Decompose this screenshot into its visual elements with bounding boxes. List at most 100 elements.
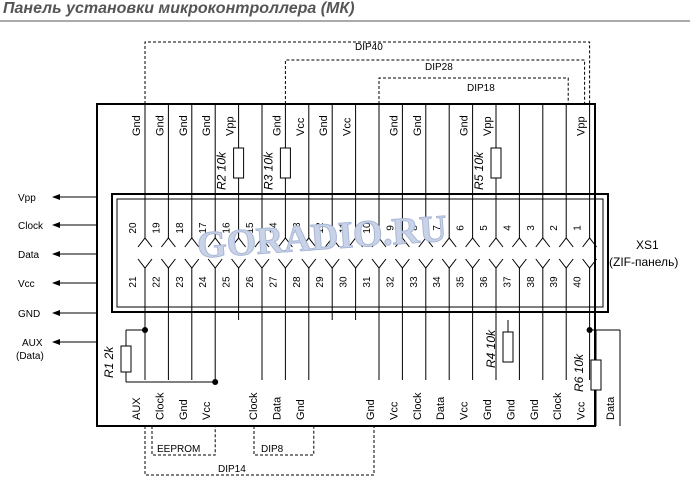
- signal-label: (Data): [16, 351, 44, 362]
- dip40-label: DIP40: [355, 42, 383, 53]
- socket-inner: [116, 198, 604, 308]
- dip18-label: DIP18: [467, 83, 495, 94]
- pin-number: 37: [502, 276, 513, 288]
- bottom-pin-label: Gnd: [529, 399, 541, 420]
- pin-contact: [558, 237, 574, 248]
- pin-contact: [324, 258, 340, 269]
- pin-contact: [301, 258, 317, 269]
- bottom-pin-label: Gnd: [482, 399, 494, 420]
- signal-label: AUX: [22, 338, 43, 349]
- junction-dot: [586, 327, 593, 333]
- signal-label: GND: [18, 309, 40, 320]
- pin-contact: [348, 258, 363, 269]
- wiring: [125, 104, 621, 426]
- bottom-pin-label: Vcc: [201, 401, 213, 420]
- pin-number: 2: [549, 225, 560, 231]
- pin-number: 31: [362, 276, 373, 288]
- pin-number: 8: [409, 225, 420, 231]
- junction-dot: [142, 327, 148, 333]
- pin-contact: [465, 258, 480, 269]
- eeprom-label: EEPROM: [157, 444, 200, 455]
- top-pin-label: Gnd: [271, 115, 283, 136]
- page-title: Панель установки микроконтроллера (МК): [3, 0, 355, 17]
- zif-socket: 2021192218231724162515261427132812291130…: [128, 222, 597, 288]
- top-pin-label: Gnd: [131, 115, 143, 136]
- resistor-body: [502, 331, 514, 363]
- signal-label: Clock: [18, 221, 44, 232]
- top-pin-label: Vpp: [576, 116, 588, 136]
- arrow-icon: [52, 339, 60, 345]
- dip8-label: DIP8: [261, 444, 284, 455]
- pin-contact: [488, 237, 504, 248]
- pin-number: 23: [175, 276, 186, 288]
- resistor-body: [279, 147, 291, 179]
- pin-contact: [512, 258, 527, 269]
- pin-number: 6: [456, 225, 467, 231]
- pin-number: 27: [268, 276, 279, 288]
- dip14-outline: [144, 426, 375, 476]
- bottom-pin-label: Gnd: [178, 399, 190, 420]
- pin-contact: [512, 237, 527, 248]
- pin-contact: [137, 237, 153, 248]
- pin-number: 21: [128, 276, 139, 288]
- bottom-pin-label: Vcc: [388, 401, 400, 420]
- socket-name: XS1: [636, 238, 659, 252]
- arrow-icon: [52, 310, 60, 316]
- resistor-label: R5 10k: [472, 151, 486, 190]
- pin-number: 36: [479, 276, 490, 288]
- bottom-pin-label: Vcc: [576, 401, 588, 420]
- arrow-icon: [52, 194, 60, 200]
- signal-label: Data: [18, 250, 40, 261]
- dip14-label: DIP14: [218, 464, 246, 475]
- top-pin-label: Gnd: [201, 115, 213, 136]
- pin-number: 3: [526, 225, 537, 231]
- bottom-pin-label: Clock: [154, 392, 166, 420]
- pin-number: 9: [385, 225, 396, 231]
- pin-number: 19: [151, 222, 162, 234]
- signal-label: Vcc: [18, 279, 35, 290]
- pin-contact: [371, 258, 387, 269]
- resistor-body: [490, 147, 502, 179]
- pin-number: 34: [432, 276, 443, 288]
- pin-number: 26: [245, 276, 256, 288]
- arrow-icon: [52, 280, 60, 286]
- top-pin-label: Gnd: [318, 115, 330, 136]
- pin-number: 32: [385, 276, 396, 288]
- pin-number: 35: [456, 276, 467, 288]
- junction-dot: [212, 379, 219, 385]
- top-pin-label: Gnd: [459, 115, 471, 136]
- arrow-icon: [52, 222, 60, 228]
- dip18-outline: [378, 77, 569, 104]
- bottom-pin-label: Data: [435, 396, 447, 420]
- top-pin-label: Gnd: [412, 115, 424, 136]
- socket-type: (ZIF-панель): [609, 255, 678, 269]
- pin-contact: [184, 258, 200, 269]
- bottom-pin-label: Data: [605, 396, 617, 420]
- bottom-pin-label: Clock: [552, 392, 564, 420]
- pin-number: 12: [315, 222, 326, 234]
- pin-number: 16: [222, 222, 233, 234]
- pin-contact: [161, 237, 176, 248]
- pin-number: 39: [549, 276, 560, 288]
- bottom-pin-label: Vcc: [459, 401, 471, 420]
- board-frame: [96, 103, 609, 427]
- pin-contact: [535, 258, 551, 269]
- bottom-pin-label: AUX: [131, 397, 143, 420]
- top-pin-label: Vpp: [482, 116, 494, 136]
- resistor-body: [120, 345, 132, 373]
- top-pin-label: Gnd: [388, 115, 400, 136]
- top-pin-label: Vpp: [225, 116, 237, 136]
- resistor-body: [590, 359, 602, 391]
- pin-number: 33: [409, 276, 420, 288]
- bottom-pin-label: Clock: [412, 392, 424, 420]
- pin-number: 29: [315, 276, 326, 288]
- eeprom-outline: [151, 426, 216, 456]
- bottom-pin-label: Clock: [248, 392, 260, 420]
- pin-number: 15: [245, 222, 256, 234]
- labels: GndAUXGndClockGndGndGndVccVppClockGndDat…: [131, 115, 678, 420]
- pin-number: 7: [432, 225, 443, 231]
- watermark: GORADIO.RU: [196, 208, 449, 267]
- pin-number: 11: [339, 222, 350, 233]
- arrow-icon: [52, 251, 60, 257]
